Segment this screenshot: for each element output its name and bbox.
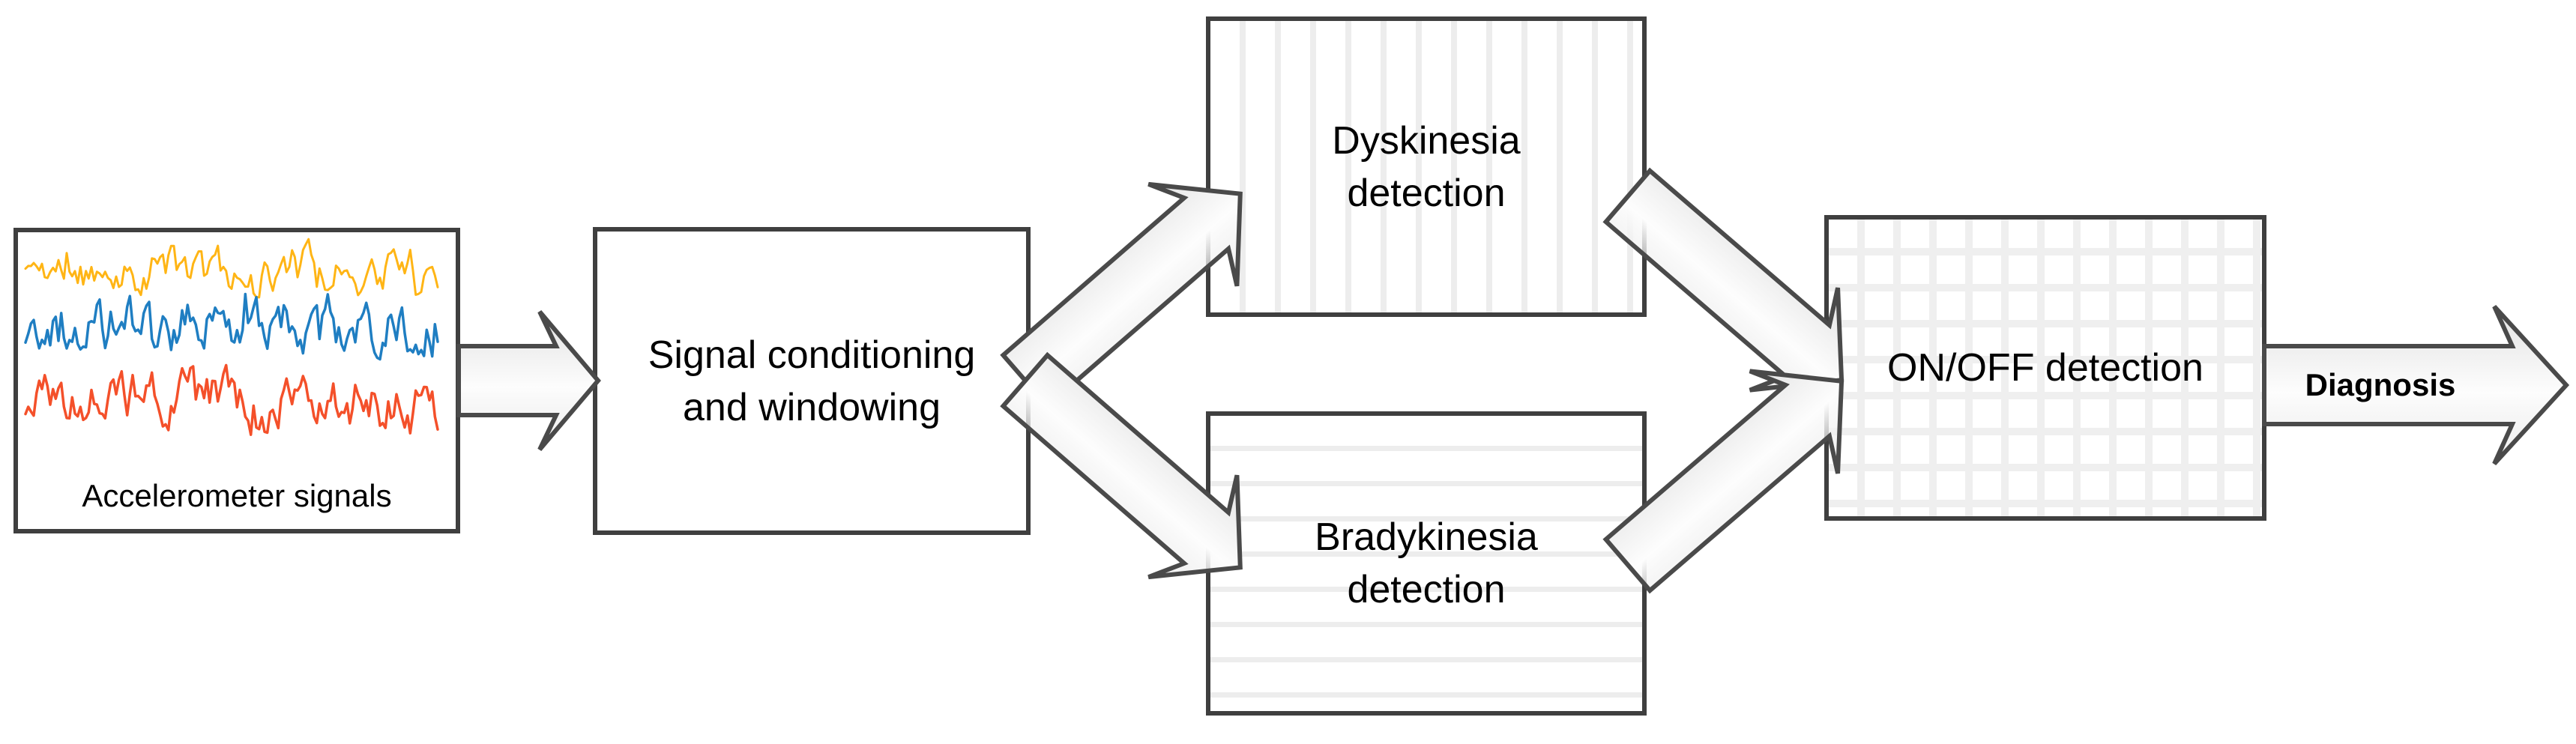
- node-signal-conditioning: Signal conditioning and windowing: [593, 227, 1031, 535]
- bradykinesia-label-line2: detection: [1347, 568, 1506, 611]
- node-bradykinesia-detection: Bradykinesia detection: [1206, 411, 1647, 716]
- on-off-detection-label: ON/OFF detection: [1887, 346, 2204, 390]
- dyskinesia-label-line1: Dyskinesia: [1332, 118, 1521, 163]
- diagnosis-output-label: Diagnosis: [2305, 367, 2456, 402]
- node-dyskinesia-detection: Dyskinesia detection: [1206, 16, 1647, 317]
- waveform-z-axis: [24, 363, 439, 436]
- accelerometer-label: Accelerometer signals: [82, 478, 392, 513]
- arrow-accel-to-signal: [456, 310, 601, 451]
- node-on-off-detection: ON/OFF detection: [1824, 215, 2266, 521]
- node-accelerometer-signals: Accelerometer signals: [13, 228, 460, 533]
- dyskinesia-label-line2: detection: [1347, 171, 1506, 215]
- accelerometer-waveforms: [24, 238, 439, 436]
- signal-conditioning-label-line2: and windowing: [682, 385, 941, 429]
- bradykinesia-label-line1: Bradykinesia: [1315, 515, 1538, 559]
- waveform-x-axis: [24, 238, 439, 299]
- signal-conditioning-label-line1: Signal conditioning: [648, 333, 976, 377]
- waveform-y-axis: [24, 292, 439, 361]
